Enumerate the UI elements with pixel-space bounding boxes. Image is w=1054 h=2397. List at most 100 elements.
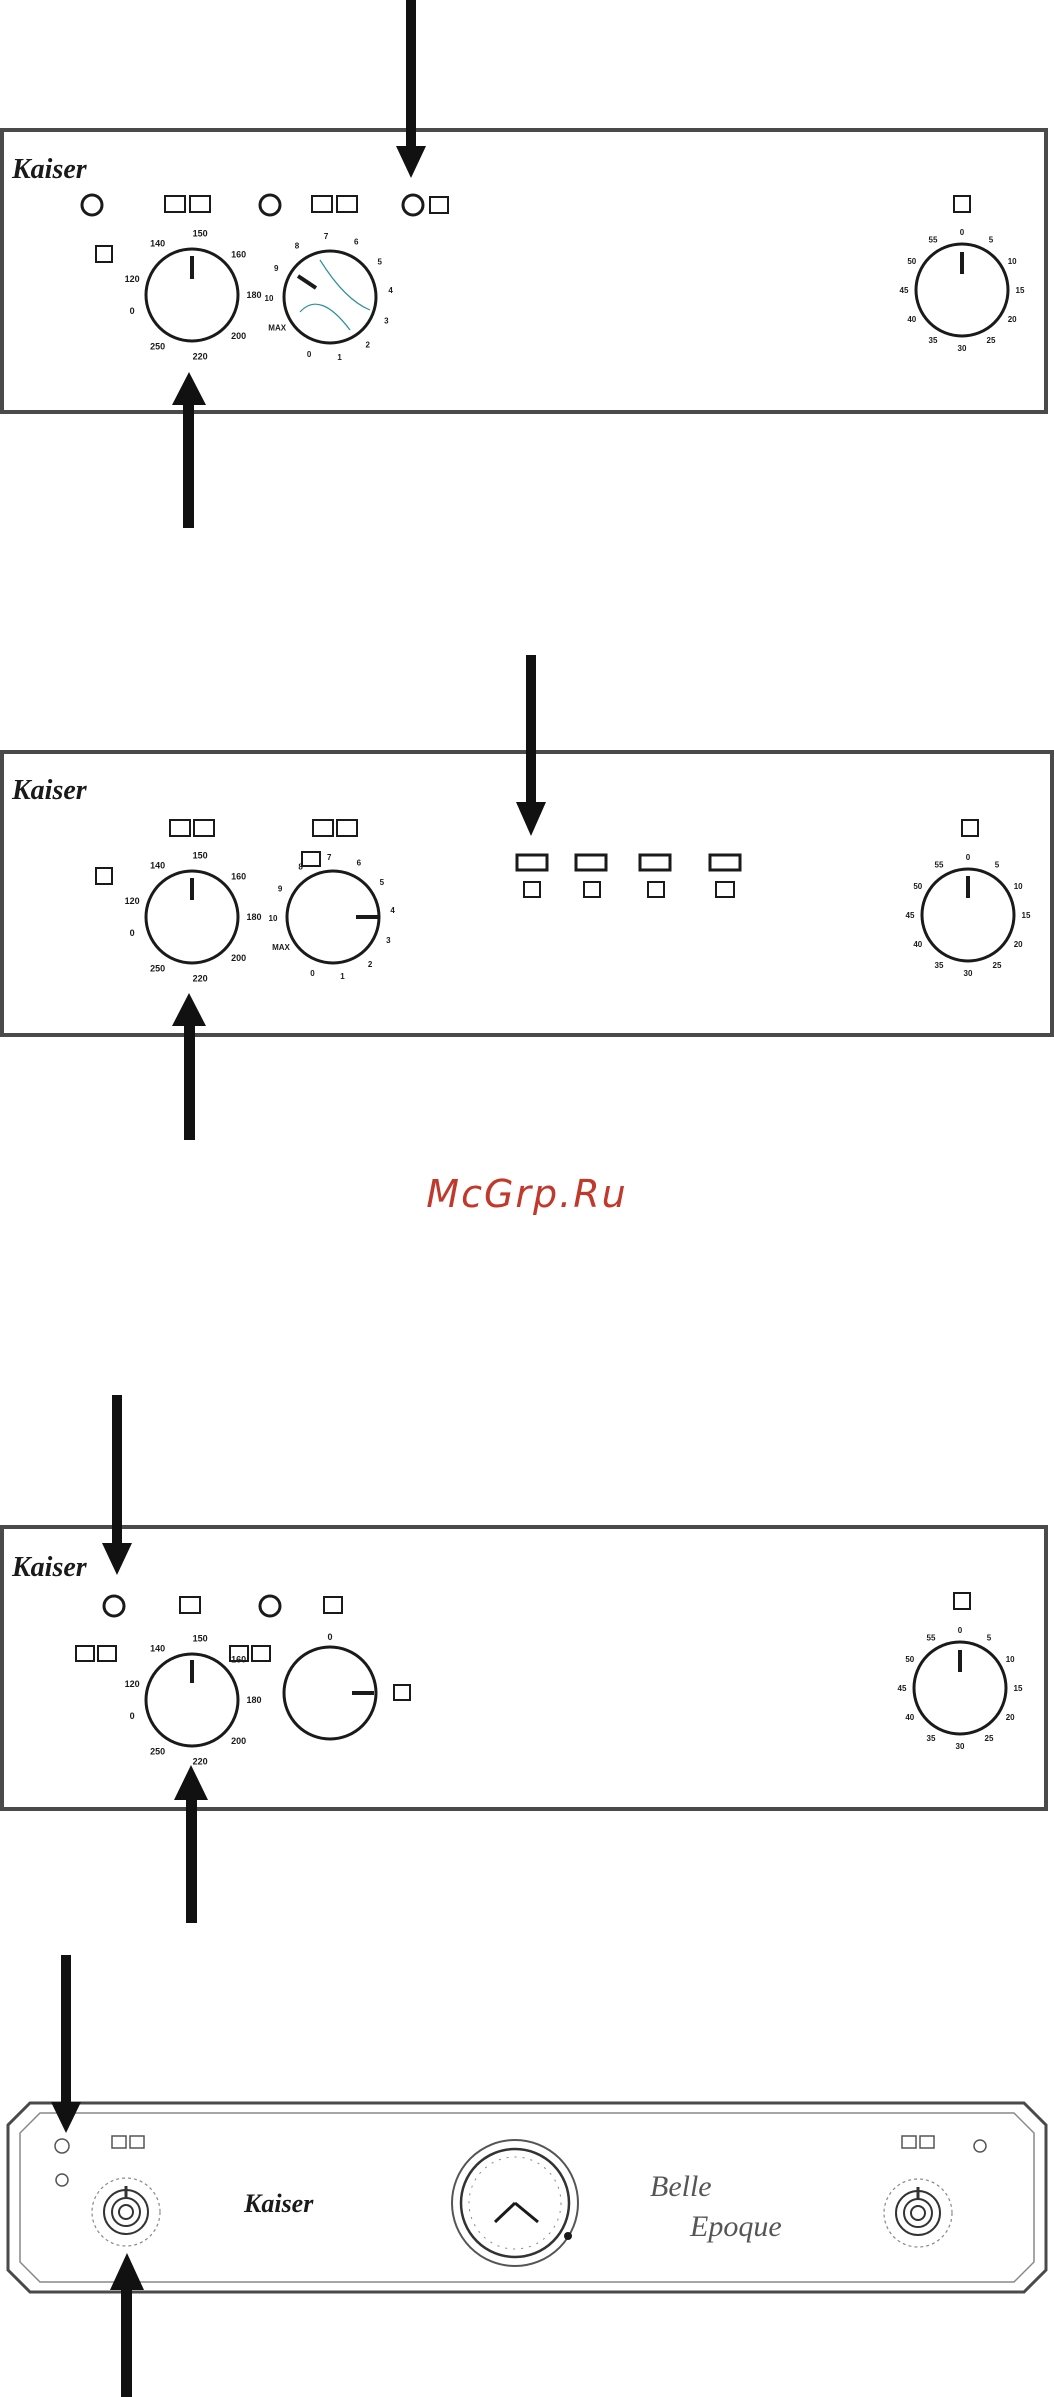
scale-label: 55 — [927, 1634, 936, 1643]
scale-label: 9 — [274, 264, 279, 273]
indicator-lamp-8 — [973, 2139, 987, 2153]
scale-label: 25 — [985, 1734, 994, 1743]
scale-label: 40 — [905, 1713, 914, 1722]
scale-label: 55 — [935, 861, 944, 870]
epoque-script: Epoque — [689, 2210, 782, 2243]
scale-label: 4 — [388, 286, 393, 295]
push-button-row — [515, 853, 742, 898]
oven-function-icon-2 — [311, 195, 358, 213]
light-icon — [393, 1684, 411, 1701]
scale-label: 3 — [386, 936, 391, 945]
scale-label: 180 — [246, 912, 261, 922]
scale-label: 1 — [337, 353, 342, 362]
scale-label: 250 — [150, 964, 165, 974]
thermostat-knob-4[interactable] — [91, 2177, 161, 2247]
scale-label: 120 — [125, 274, 140, 284]
scale-label: MAX — [268, 323, 286, 332]
scale-label: 10 — [265, 294, 274, 303]
scale-label: 55 — [929, 236, 938, 245]
thermostat-knob-2[interactable] — [144, 869, 240, 965]
scale-label: 160 — [231, 249, 246, 259]
arrow-up-3 — [174, 1765, 208, 1923]
scale-label: 160 — [231, 871, 246, 881]
thermostat-knob-1[interactable] — [144, 247, 240, 343]
indicator-lamp-7 — [55, 2173, 69, 2187]
function-knob-2[interactable] — [285, 869, 381, 965]
scale-label: 45 — [900, 286, 909, 295]
scale-label: 150 — [193, 851, 208, 861]
push-button-4[interactable] — [708, 853, 742, 872]
scale-label: 5 — [995, 861, 1000, 870]
timer-icon-1 — [953, 195, 971, 213]
function-knob-4[interactable] — [883, 2178, 953, 2248]
oven-function-icon-6 — [901, 2135, 935, 2149]
arrow-down-3 — [102, 1395, 132, 1575]
fan-icon-3 — [323, 1596, 343, 1614]
scale-label: 220 — [193, 352, 208, 362]
timer-knob-3[interactable] — [912, 1640, 1008, 1736]
scale-label: 140 — [150, 1644, 165, 1654]
fan-icon-1 — [429, 196, 449, 214]
second-knob-3[interactable] — [282, 1645, 378, 1741]
timer-knob-2[interactable] — [920, 867, 1016, 963]
timer-icon-2 — [961, 819, 979, 837]
indicator-lamp-1 — [80, 193, 104, 217]
scale-label: 150 — [193, 1634, 208, 1644]
indicator-lamp-2 — [258, 193, 282, 217]
scale-label: 250 — [150, 1747, 165, 1757]
second-knob-scale-3: 0 — [327, 1632, 332, 1642]
push-button-1[interactable] — [515, 853, 549, 872]
scale-label: 180 — [246, 290, 261, 300]
function-knob-1[interactable] — [282, 249, 378, 345]
oven-icon-1 — [179, 1596, 201, 1614]
scale-label: 4 — [390, 906, 395, 915]
scale-label: 50 — [905, 1655, 914, 1664]
top-heat-icon — [647, 881, 665, 898]
thermostat-symbol-2 — [95, 867, 113, 885]
scale-label: 200 — [231, 331, 246, 341]
arrow-down-4 — [51, 1955, 81, 2133]
scale-label: 45 — [906, 911, 915, 920]
scale-label: 0 — [130, 928, 135, 938]
scale-label: 10 — [269, 914, 278, 923]
scale-label: 7 — [327, 853, 332, 862]
indicator-lamp-5 — [258, 1594, 282, 1618]
scale-label: 25 — [993, 961, 1002, 970]
scale-label: 6 — [354, 238, 359, 247]
scale-label: 10 — [1014, 882, 1023, 891]
scale-label: 50 — [913, 882, 922, 891]
scale-label: 250 — [150, 342, 165, 352]
indicator-lamp-6 — [54, 2138, 70, 2154]
analog-clock — [451, 2139, 579, 2267]
scale-label: 220 — [193, 974, 208, 984]
scale-label: 140 — [150, 239, 165, 249]
panel-4-inner-frame — [19, 2112, 1035, 2283]
thermostat-knob-3[interactable] — [144, 1652, 240, 1748]
scale-label: 120 — [125, 896, 140, 906]
scale-label: 15 — [1016, 286, 1025, 295]
watermark: McGrp.Ru — [426, 1172, 628, 1216]
scale-label: 1 — [340, 972, 345, 981]
push-button-2[interactable] — [574, 853, 608, 872]
scale-label: 10 — [1008, 257, 1017, 266]
bottom-heat-icon — [583, 881, 601, 898]
push-button-3[interactable] — [638, 853, 672, 872]
scale-label: 160 — [231, 1654, 246, 1664]
timer-knob-1[interactable] — [914, 242, 1010, 338]
scale-label: 40 — [913, 940, 922, 949]
scale-label: 140 — [150, 861, 165, 871]
scale-label: 35 — [929, 336, 938, 345]
scale-label: 220 — [193, 1757, 208, 1767]
scale-label: 20 — [1008, 315, 1017, 324]
scale-label: 0 — [130, 1711, 135, 1721]
scale-label: 30 — [958, 344, 967, 353]
belle-script: Belle — [650, 2170, 712, 2203]
scale-label: 8 — [295, 242, 300, 251]
timer-icon-3 — [953, 1592, 971, 1610]
scale-label: 3 — [384, 316, 389, 325]
scale-label: 0 — [958, 1626, 963, 1635]
